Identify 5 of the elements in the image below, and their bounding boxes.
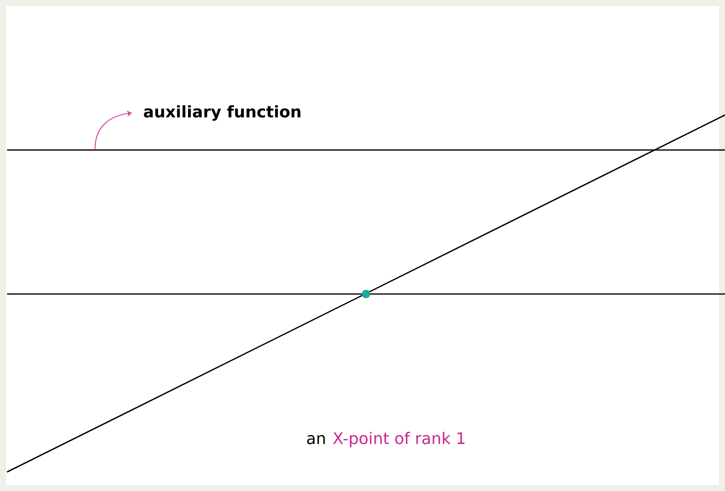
curved-arrow [94,110,132,150]
caption-text: X-point of rank 1 [333,432,464,448]
horizontal-line [7,149,725,151]
caption-text: an [307,435,325,444]
label-text: auxiliary function [144,105,300,121]
